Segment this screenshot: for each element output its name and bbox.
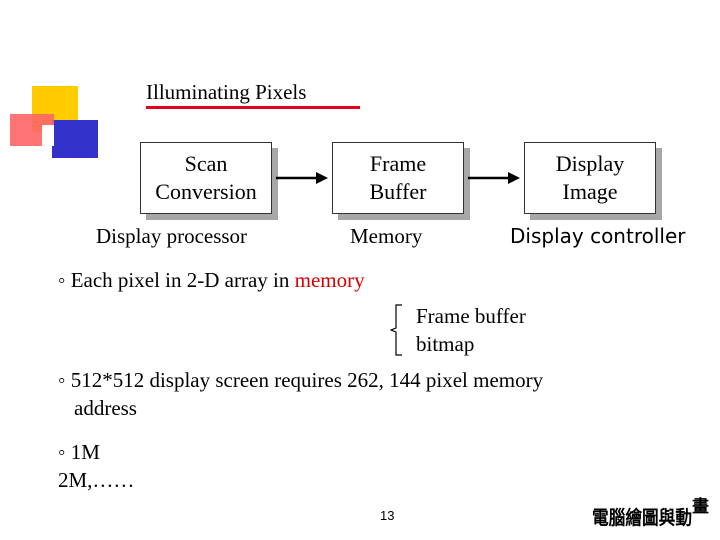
frame-buffer-terms: Frame buffer bitmap: [416, 304, 526, 356]
decor-square-gap: [42, 125, 54, 146]
svg-text:電腦繪圖與動: 電腦繪圖與動: [592, 506, 692, 529]
bullet-screen-memory-line2: address: [74, 396, 137, 420]
bullet-screen-memory-line1: ◦ 512*512 display screen requires 262, 1…: [58, 368, 544, 392]
bullet-memory: ◦ Each pixel in 2-D array in memory: [58, 266, 365, 294]
display-image-label: Display Image: [555, 151, 625, 204]
caption-display-controller: Display controller: [510, 224, 686, 248]
bullet-screen-memory: ◦ 512*512 display screen requires 262, 1…: [58, 366, 658, 422]
scan-conversion-label: Scan Conversion: [155, 151, 257, 204]
arrow-right-icon: [468, 172, 520, 184]
arrow-right-icon: [276, 172, 328, 184]
display-image-box: Display Image: [524, 142, 656, 214]
left-brace-icon: [390, 304, 402, 356]
memory-highlight: memory: [294, 268, 365, 292]
caption-memory: Memory: [350, 224, 423, 248]
page-number: 13: [380, 508, 395, 523]
caption-display-processor: Display processor: [96, 224, 248, 248]
frame-buffer-label: Frame Buffer: [369, 151, 427, 204]
scan-conversion-box: Scan Conversion: [140, 142, 272, 214]
bullet-sizes: ◦ 1M 2M,……: [58, 440, 135, 492]
frame-buffer-box: Frame Buffer: [332, 142, 464, 214]
bullet-memory-text: ◦ Each pixel in 2-D array in: [58, 268, 295, 292]
svg-text:畫: 畫: [692, 496, 709, 517]
course-logo: 電腦繪圖與動 畫: [592, 496, 709, 529]
slide-title: Illuminating Pixels: [146, 80, 307, 104]
decor-square-blue: [52, 120, 98, 158]
title-underline: [146, 106, 360, 109]
